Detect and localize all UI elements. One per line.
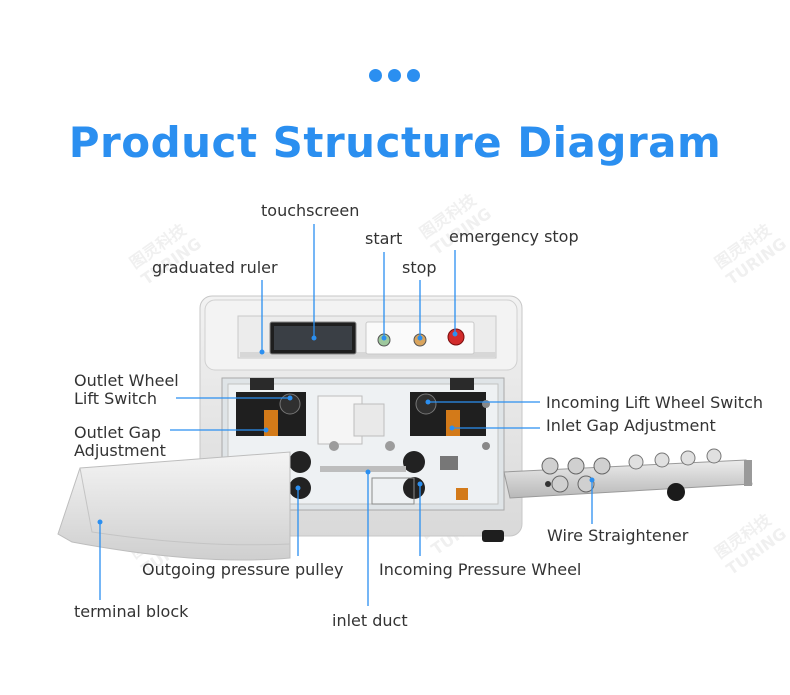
inlet-panel [410, 378, 486, 436]
label-emergency-stop: emergency stop [449, 227, 579, 246]
dot-1 [369, 69, 382, 82]
label-graduated-ruler: graduated ruler [152, 258, 278, 277]
label-terminal-block: terminal block [74, 602, 189, 621]
label-inlet-duct: inlet duct [332, 611, 408, 630]
label-inlet-gap-adjustment: Inlet Gap Adjustment [546, 416, 716, 435]
dot-2 [388, 69, 401, 82]
outlet-panel [236, 378, 306, 436]
terminal-tray [57, 451, 291, 561]
wire-straightener-arm [503, 448, 753, 501]
label-outlet-wheel-lift-switch: Outlet Wheel Lift Switch [74, 371, 179, 408]
header-dots [369, 69, 420, 82]
page-title: Product Structure Diagram [68, 118, 722, 167]
leader-endpoints [97, 331, 595, 525]
label-incoming-pressure-wheel: Incoming Pressure Wheel [379, 560, 582, 579]
label-start: start [365, 229, 403, 248]
label-touchscreen: touchscreen [261, 201, 360, 220]
label-outlet-gap-adjustment: Outlet Gap Adjustment [74, 423, 166, 460]
warning-sticker [317, 395, 385, 445]
leader-lines [99, 224, 593, 606]
dot-3 [407, 69, 420, 82]
label-outgoing-pressure-pulley: Outgoing pressure pulley [142, 560, 344, 579]
label-stop: stop [402, 258, 437, 277]
label-incoming-lift-wheel-switch: Incoming Lift Wheel Switch [546, 393, 764, 412]
label-wire-straightener: Wire Straightener [547, 526, 689, 545]
